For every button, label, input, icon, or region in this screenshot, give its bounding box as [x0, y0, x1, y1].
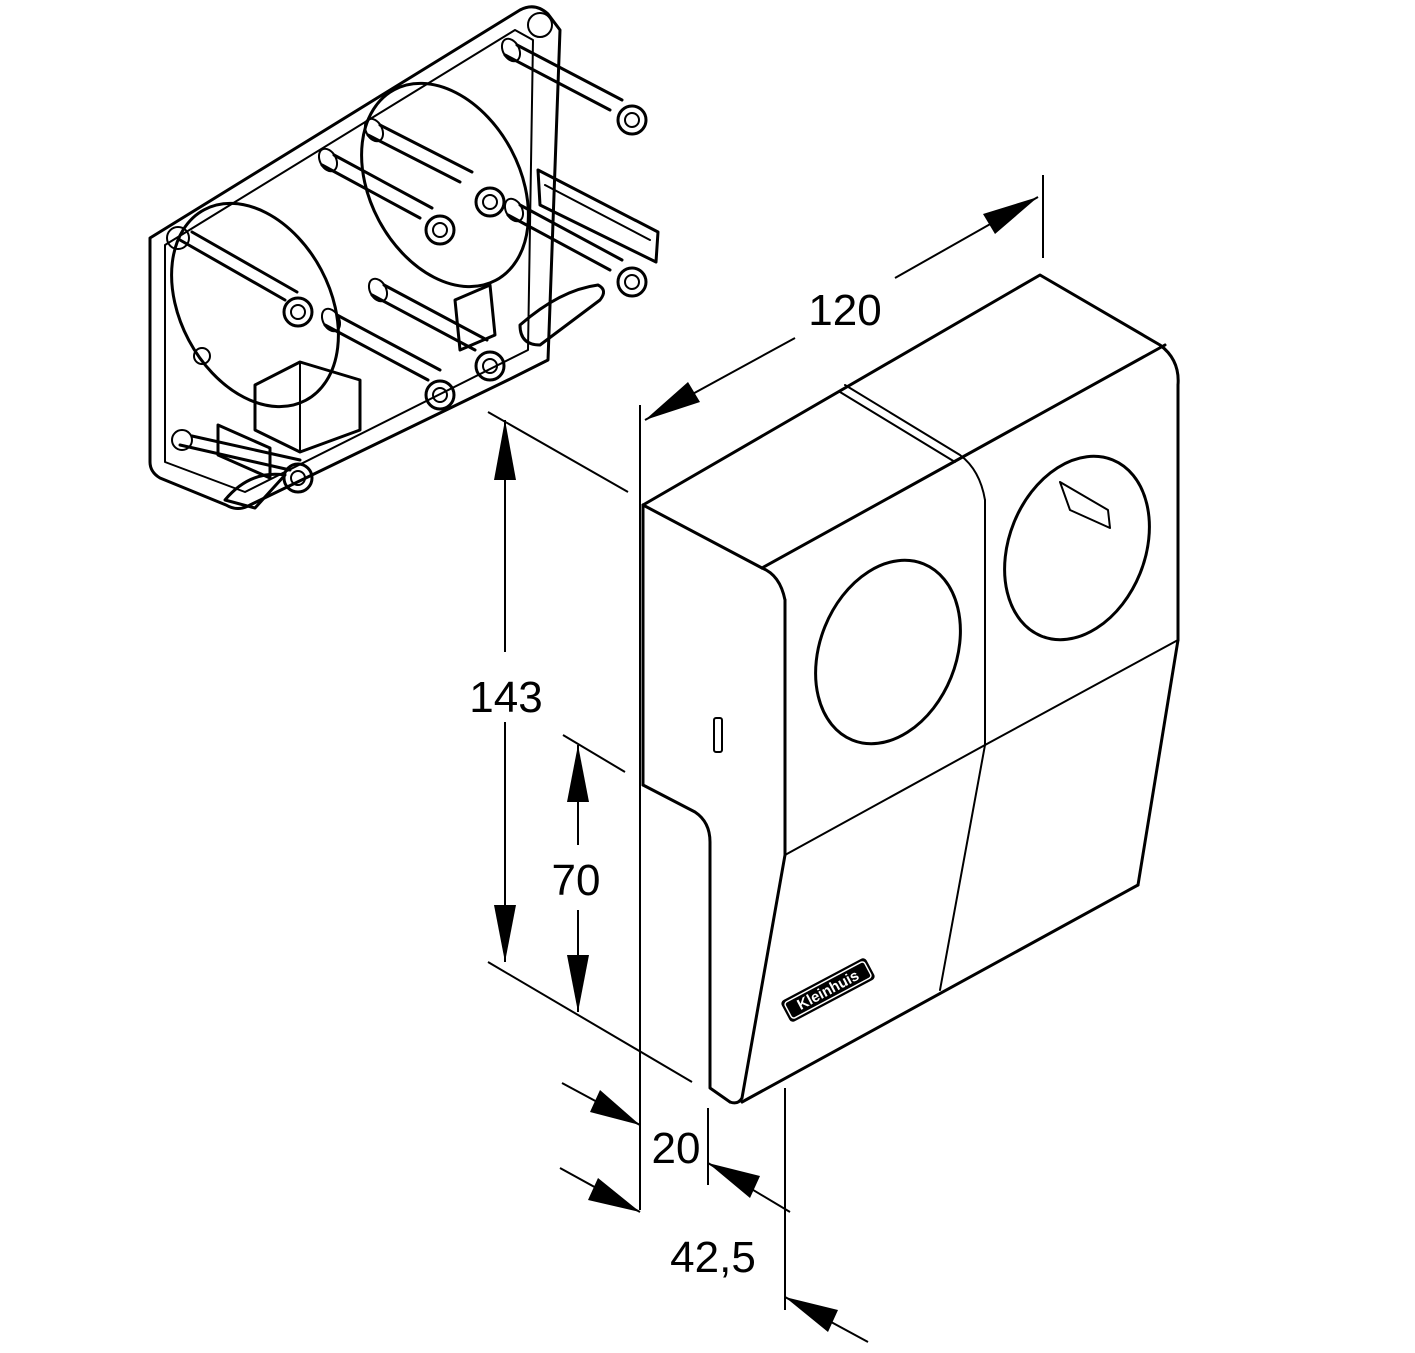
svg-text:20: 20 [652, 1124, 701, 1173]
svg-text:42,5: 42,5 [670, 1233, 756, 1282]
socket-opening-left [814, 558, 962, 746]
dimension-height: 143 [469, 411, 693, 1083]
dimension-total-depth: 42,5 [559, 1088, 869, 1343]
contact-pins [178, 37, 624, 472]
socket-base-plate [148, 5, 660, 510]
dimension-front-depth: 20 [561, 1082, 791, 1213]
dimensions: 120 143 70 20 [469, 175, 1044, 1343]
brand-logo: Kleinhuis [781, 958, 875, 1022]
dimension-width: 120 [639, 175, 1044, 1210]
surface-housing: Kleinhuis [641, 273, 1180, 1105]
svg-text:143: 143 [469, 673, 542, 722]
svg-text:120: 120 [808, 286, 881, 335]
terminal-screws [282, 104, 648, 494]
dimension-lower-height: 70 [552, 734, 626, 1012]
socket-opening-right [1003, 454, 1151, 642]
svg-text:70: 70 [552, 856, 601, 905]
